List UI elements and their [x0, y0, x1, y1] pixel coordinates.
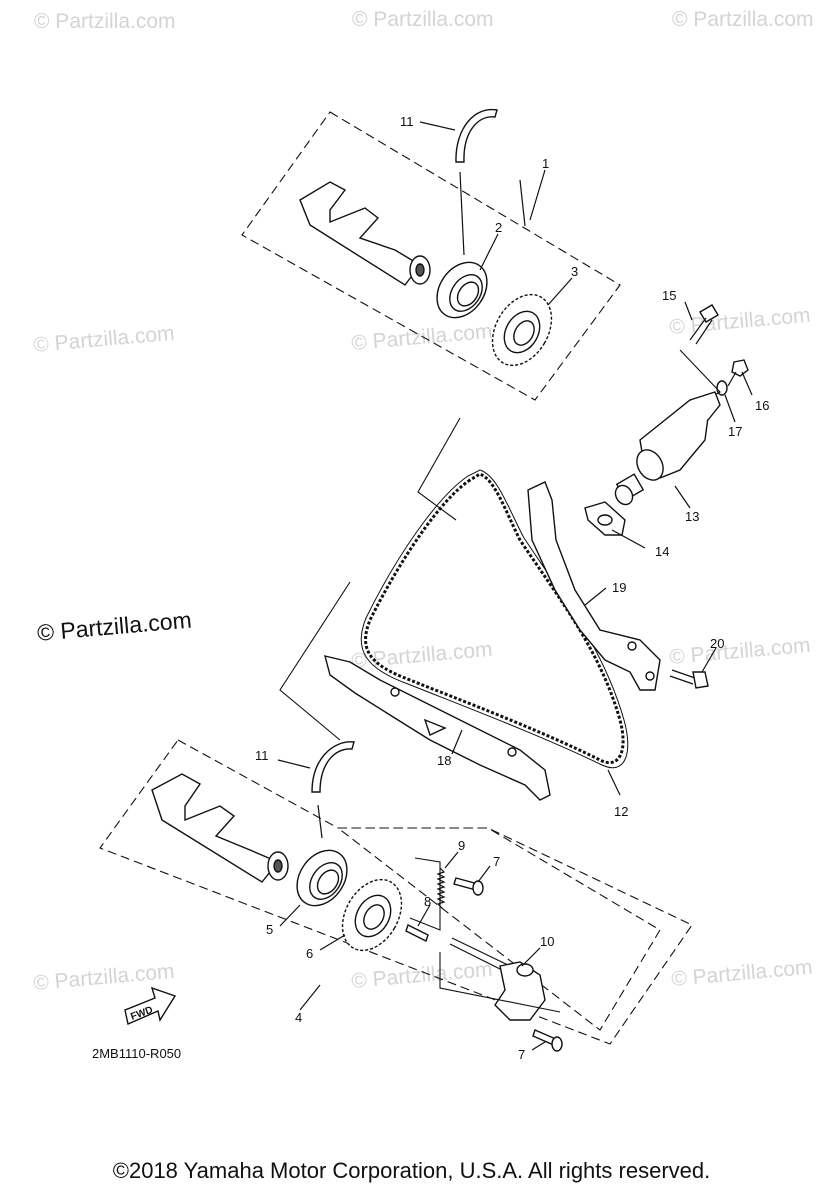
- leader-line: [439, 952, 561, 1013]
- fwd-arrow-icon: FWD: [124, 986, 177, 1025]
- decompressor-lever-10[interactable]: [449, 937, 546, 1021]
- watermark-center-right: © Partzilla.com: [668, 634, 811, 669]
- pin-7-lower[interactable]: [532, 1029, 563, 1052]
- callout-15: 15: [662, 288, 676, 303]
- callout-13: 13: [685, 509, 699, 524]
- leader-line: [459, 171, 465, 256]
- leader-line: [519, 179, 526, 227]
- callout-4: 4: [295, 1010, 302, 1025]
- callout-2: 2: [495, 220, 502, 235]
- callout-10: 10: [540, 934, 554, 949]
- copyright-notice: ©2018 Yamaha Motor Corporation, U.S.A. A…: [112, 1158, 711, 1183]
- callout-3: 3: [571, 264, 578, 279]
- callout-19: 19: [612, 580, 626, 595]
- diagram-reference-code: 2MB1110-R050: [92, 1046, 182, 1061]
- guide-line-lower: [279, 581, 351, 741]
- watermark-top-right: © Partzilla.com: [672, 8, 814, 31]
- callout-8: 8: [424, 894, 431, 909]
- bolt-16[interactable]: [727, 359, 749, 387]
- bolt-20[interactable]: [669, 669, 709, 689]
- callout-14: 14: [655, 544, 669, 559]
- callout-5: 5: [266, 922, 273, 937]
- callout-7-lower: 7: [518, 1047, 525, 1062]
- retainer-clip-lower[interactable]: [311, 741, 355, 793]
- watermark-top-left: © Partzilla.com: [34, 10, 176, 33]
- leader-line: [409, 857, 441, 931]
- pin-8[interactable]: [405, 924, 429, 942]
- callout-6: 6: [306, 946, 313, 961]
- callout-12: 12: [614, 804, 628, 819]
- camshaft-sprocket-lower[interactable]: [330, 869, 413, 961]
- watermark-top-center: © Partzilla.com: [352, 8, 494, 31]
- watermark-mid-center: © Partzilla.com: [350, 320, 493, 355]
- bearing-lower[interactable]: [287, 841, 357, 915]
- callout-16: 16: [755, 398, 769, 413]
- retainer-clip-upper[interactable]: [455, 108, 498, 163]
- callout-9: 9: [458, 838, 465, 853]
- lower-inner-box: [336, 827, 661, 1031]
- callout-18: 18: [437, 753, 451, 768]
- callout-11-upper: 11: [400, 114, 414, 129]
- chain-guide-lower[interactable]: [324, 655, 551, 801]
- callout-7-upper: 7: [493, 854, 500, 869]
- chain-guide-tensioner-side[interactable]: [527, 481, 661, 691]
- callout-11-lower: 11: [255, 748, 269, 763]
- bolt-15[interactable]: [689, 304, 719, 345]
- chain-tensioner-13[interactable]: [612, 391, 721, 508]
- intake-camshaft-lower[interactable]: [151, 773, 289, 883]
- upper-assembly-box: [241, 111, 621, 401]
- callout-leaders: [277, 121, 753, 1051]
- exhaust-camshaft-upper[interactable]: [299, 181, 431, 286]
- timing-chain[interactable]: [360, 469, 629, 769]
- watermark-mid-left: © Partzilla.com: [32, 322, 175, 357]
- callout-17: 17: [728, 424, 742, 439]
- watermark-mid-right: © Partzilla.com: [668, 304, 811, 339]
- leader-line: [317, 804, 323, 839]
- bearing-upper[interactable]: [427, 253, 497, 327]
- watermark-low-right: © Partzilla.com: [670, 956, 813, 991]
- tensioner-gasket-14[interactable]: [584, 501, 626, 536]
- watermark-low-center: © Partzilla.com: [350, 958, 493, 993]
- camshaft-sprocket-upper[interactable]: [480, 284, 563, 376]
- spring-9[interactable]: [436, 867, 446, 909]
- callout-1: 1: [542, 156, 549, 171]
- guide-line-upper: [417, 417, 461, 521]
- callout-20: 20: [710, 636, 724, 651]
